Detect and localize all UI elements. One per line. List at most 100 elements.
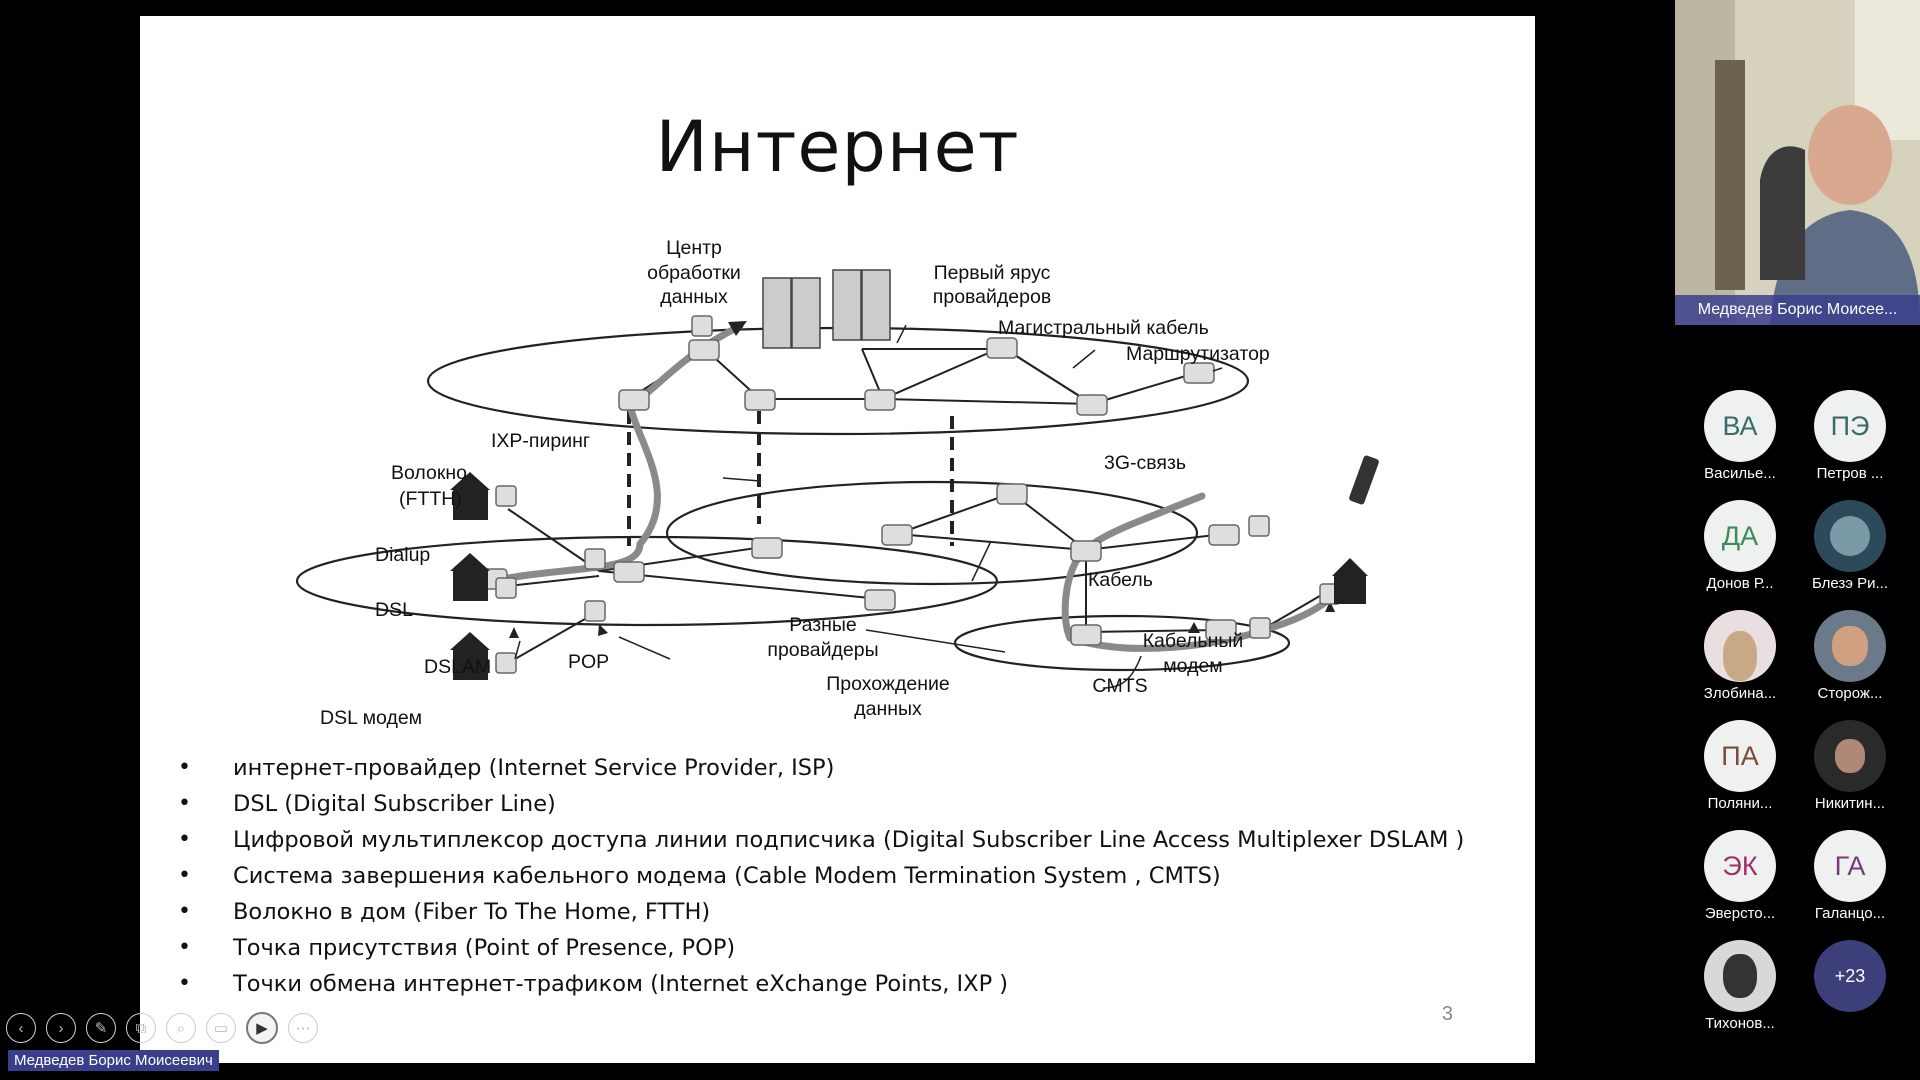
label-dsl-modem: DSL модем [320, 707, 422, 729]
label-data-center-3: данных [660, 286, 728, 308]
server-rack-icon [762, 269, 891, 349]
participant-name: Донов Р... [1706, 575, 1774, 592]
presenter-video[interactable]: Медведев Борис Моисее... [1675, 0, 1920, 325]
participant-name: Петров ... [1816, 465, 1884, 482]
router-icon [1248, 515, 1270, 537]
participant-tile[interactable]: Блезэ Ри... [1800, 500, 1900, 592]
subtitle-icon[interactable]: ▭ [206, 1013, 236, 1043]
label-pop: POP [568, 651, 609, 673]
label-3g: 3G-связь [1104, 452, 1186, 474]
zoom-icon[interactable]: ⌕ [166, 1013, 196, 1043]
participant-name: Эверсто... [1704, 905, 1776, 922]
slide-toolbar: ‹ › ✎ ⧉ ⌕ ▭ ▶ ⋯ [6, 1012, 318, 1044]
bullet-list: интернет-провайдер (Internet Service Pro… [140, 750, 1464, 1002]
label-cable: Кабель [1088, 569, 1153, 591]
presenter-name-label: Медведев Борис Моисеевич [8, 1050, 219, 1071]
router-icon [1076, 394, 1108, 416]
participant-tile[interactable]: ПЭ Петров ... [1800, 390, 1900, 482]
label-data-path-1: Прохождение [826, 673, 949, 695]
network-links [507, 346, 1331, 664]
camera-icon[interactable]: ▶ [246, 1012, 278, 1044]
participant-photo-avatar [1814, 720, 1886, 792]
router-icon [613, 561, 645, 583]
house-icon [450, 472, 1368, 680]
bullet-item: Волокно в дом (Fiber To The Home, FTTH) [140, 894, 1464, 930]
router-icon [1183, 362, 1215, 384]
router-icon [881, 524, 913, 546]
bullet-item: Система завершения кабельного модема (Ca… [140, 858, 1464, 894]
participant-photo-avatar [1814, 500, 1886, 572]
participant-avatar: ЭК [1704, 830, 1776, 902]
participant-name: Тихонов... [1705, 1015, 1775, 1032]
label-isps-2: провайдеры [767, 639, 878, 661]
router-icon [691, 315, 713, 337]
router-icon [584, 600, 606, 622]
internet-network-diagram: Центр обработки данных Первый ярус прова… [295, 237, 1379, 729]
arrow-left-icon[interactable]: ‹ [6, 1013, 36, 1043]
participant-tile[interactable]: ВА Василье... [1690, 390, 1790, 482]
router-icon [618, 389, 650, 411]
video-frame [1675, 0, 1920, 325]
router-icon [495, 485, 517, 507]
label-fiber-2: (FTTH) [399, 488, 462, 510]
participant-avatar: ПА [1704, 720, 1776, 792]
participant-name: Сторож... [1817, 685, 1883, 702]
router-icon [688, 339, 720, 361]
page-number: 3 [1441, 1003, 1453, 1025]
participant-tile[interactable]: Никитин... [1800, 720, 1900, 812]
participant-photo-avatar [1814, 610, 1886, 682]
participant-name: Поляни... [1707, 795, 1773, 812]
participant-tile[interactable]: Сторож... [1800, 610, 1900, 702]
router-icon [864, 389, 896, 411]
router-icon [986, 337, 1018, 359]
arrow-right-icon[interactable]: › [46, 1013, 76, 1043]
presentation-slide: Интернет [140, 16, 1535, 1063]
label-tier1-2: провайдеров [933, 286, 1051, 308]
bullet-item: Цифровой мультиплексор доступа линии под… [140, 822, 1464, 858]
router-icon [996, 483, 1028, 505]
bullet-item: Точки обмена интернет-трафиком (Internet… [140, 966, 1464, 1002]
more-participants-count: +23 [1814, 940, 1886, 1012]
label-data-center-1: Центр [666, 237, 722, 259]
label-fiber-1: Волокно [391, 462, 467, 484]
participant-tile[interactable]: ЭК Эверсто... [1690, 830, 1790, 922]
router-icon [1249, 617, 1271, 639]
router-icon [744, 389, 776, 411]
copy-icon[interactable]: ⧉ [126, 1013, 156, 1043]
pen-icon[interactable]: ✎ [86, 1013, 116, 1043]
mobile-phone-icon [1349, 455, 1379, 505]
more-participants-button[interactable]: +23 [1800, 940, 1900, 1012]
participant-tile[interactable]: Злобина... [1690, 610, 1790, 702]
label-dialup: Dialup [375, 544, 430, 566]
arrow-heads [509, 321, 1340, 638]
participant-photo-avatar [1704, 610, 1776, 682]
label-backbone: Магистральный кабель [998, 317, 1209, 339]
participant-tile[interactable]: ДА Донов Р... [1690, 500, 1790, 592]
participant-avatar: ГА [1814, 830, 1886, 902]
participant-name: Злобина... [1703, 685, 1777, 702]
router-icon [1205, 619, 1237, 641]
participant-avatar: ДА [1704, 500, 1776, 572]
more-icon[interactable]: ⋯ [288, 1013, 318, 1043]
router-icon [495, 577, 517, 599]
participant-tile[interactable]: ПА Поляни... [1690, 720, 1790, 812]
bullet-item: DSL (Digital Subscriber Line) [140, 786, 1464, 822]
router-icon [1070, 624, 1102, 646]
participant-tile[interactable]: Тихонов... [1690, 940, 1790, 1032]
label-pointers [514, 324, 1223, 689]
label-tier1-1: Первый ярус [934, 262, 1051, 284]
router-icon [495, 652, 517, 674]
bullet-item: интернет-провайдер (Internet Service Pro… [140, 750, 1464, 786]
bullet-item: Точка присутствия (Point of Presence, PO… [140, 930, 1464, 966]
participant-avatar: ПЭ [1814, 390, 1886, 462]
participant-photo-avatar [1704, 940, 1776, 1012]
label-dsl: DSL [375, 599, 413, 621]
label-isps-1: Разные [789, 614, 857, 636]
participant-name: Никитин... [1814, 795, 1886, 812]
label-cable-modem-2: модем [1163, 655, 1222, 677]
camera-name-label: Медведев Борис Моисее... [1675, 295, 1920, 325]
participant-tile[interactable]: ГА Галанцо... [1800, 830, 1900, 922]
slide-title: Интернет [655, 106, 1020, 188]
label-cable-modem-1: Кабельный [1143, 630, 1244, 652]
router-icon [1070, 540, 1102, 562]
